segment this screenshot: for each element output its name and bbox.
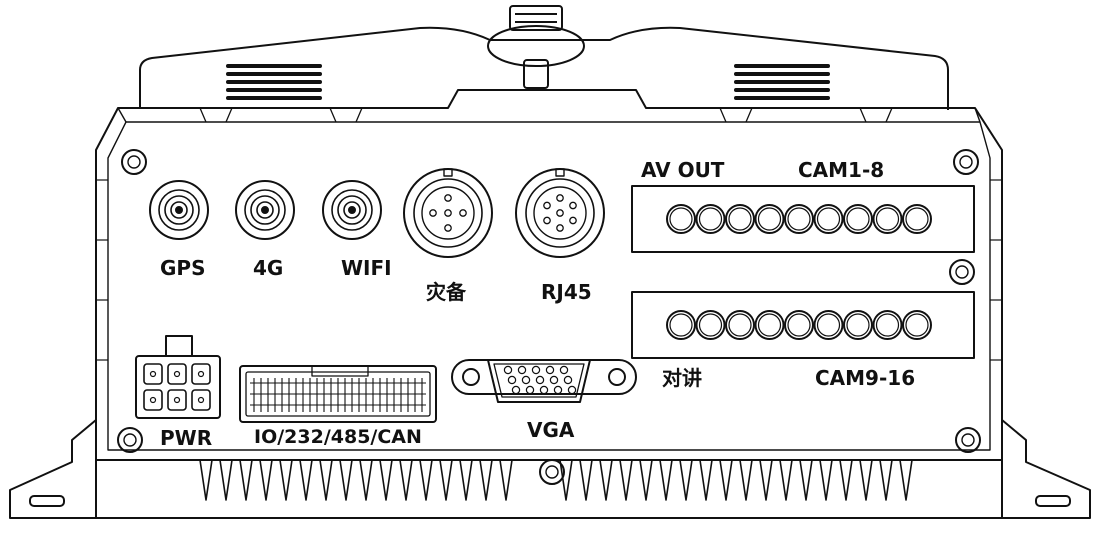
antenna-connectors — [149, 180, 382, 240]
screw-icon — [121, 149, 147, 175]
wifi-label: WIFI — [341, 256, 392, 280]
av-out-label: AV OUT — [641, 158, 725, 182]
rca-jack-icon — [843, 310, 873, 340]
circular-connector-icon — [403, 168, 493, 258]
rca-jack-icon — [902, 204, 932, 234]
io-header-icon — [239, 365, 437, 423]
screw-icon — [539, 459, 565, 485]
heatsink-fins — [199, 459, 913, 501]
rca-jack-icon — [872, 310, 903, 340]
rca-jack-icon — [666, 204, 696, 234]
rca-panel-top — [631, 185, 975, 253]
mounting-flanges — [9, 419, 1091, 519]
intercom-label: 对讲 — [662, 366, 702, 390]
top-lid — [139, 5, 949, 110]
pwr-label: PWR — [160, 426, 213, 450]
rca-jack-icon — [813, 204, 844, 234]
cam1-8-label: CAM1-8 — [798, 158, 885, 182]
power-connector-icon — [135, 335, 221, 419]
screw-icon — [117, 427, 143, 453]
4g-label: 4G — [253, 256, 284, 280]
rca-jack-icon — [872, 204, 903, 234]
rca-jack-icon — [902, 310, 932, 340]
screw-icon — [953, 149, 979, 175]
rca-jack-icon — [784, 310, 814, 340]
rj45-label: RJ45 — [541, 280, 592, 304]
rca-jack-icon — [725, 310, 755, 340]
top-vents — [226, 64, 830, 100]
rca-jack-icon — [695, 310, 726, 340]
rca-jack-icon — [754, 310, 785, 340]
io-label: IO/232/485/CAN — [254, 426, 422, 448]
screws — [117, 149, 981, 485]
screw-icon — [949, 259, 975, 285]
rca-panel-bottom — [631, 291, 975, 359]
rca-jack-icon — [666, 310, 696, 340]
main-body — [95, 89, 1003, 461]
circular-connector-icon — [515, 168, 605, 258]
rca-jack-icon — [725, 204, 755, 234]
spare-port-label: 灾备 — [426, 280, 466, 304]
vga-label: VGA — [527, 418, 575, 442]
screw-icon — [955, 427, 981, 453]
antenna-connector-icon — [235, 180, 295, 240]
rca-jack-icon — [754, 204, 785, 234]
rca-jack-icon — [695, 204, 726, 234]
gps-label: GPS — [160, 256, 206, 280]
vga-port-icon — [451, 359, 637, 403]
circular-connectors — [403, 168, 605, 258]
rca-jack-icon — [813, 310, 844, 340]
antenna-connector-icon — [149, 180, 209, 240]
rca-jack-icon — [843, 204, 873, 234]
antenna-connector-icon — [322, 180, 382, 240]
cam9-16-label: CAM9-16 — [815, 366, 916, 390]
rca-jack-icon — [784, 204, 814, 234]
